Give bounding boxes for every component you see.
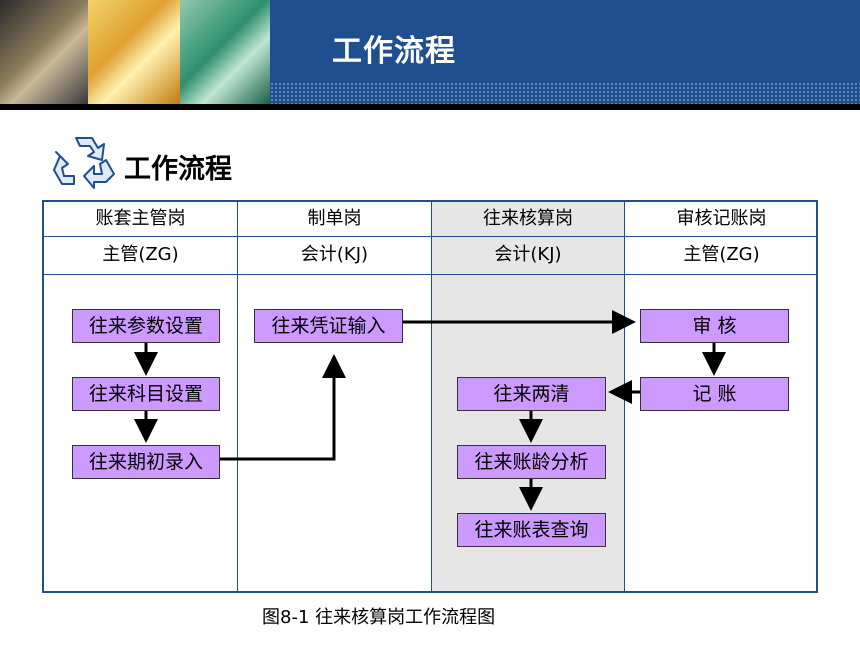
header-banner: 工作流程 bbox=[0, 0, 860, 104]
person-header: 会计(KJ) bbox=[494, 244, 562, 265]
step-posting: 记 账 bbox=[640, 377, 789, 411]
figure-caption: 图8-1 往来核算岗工作流程图 bbox=[262, 607, 496, 628]
step-review: 审 核 bbox=[640, 309, 789, 343]
header-photo-pen bbox=[0, 0, 88, 104]
row-divider bbox=[44, 236, 816, 237]
step-param-setup: 往来参数设置 bbox=[72, 309, 220, 343]
row-divider bbox=[44, 274, 816, 275]
recycle-arrows-icon bbox=[53, 137, 115, 189]
column-divider bbox=[237, 202, 238, 591]
header-dot-pattern bbox=[270, 82, 860, 104]
step-reconcile: 往来两清 bbox=[457, 377, 606, 411]
role-header: 往来核算岗 bbox=[483, 208, 573, 229]
section-title: 工作流程 bbox=[124, 154, 232, 185]
step-subject-setup: 往来科目设置 bbox=[72, 377, 220, 411]
role-header: 制单岗 bbox=[307, 208, 362, 229]
step-initial-entry: 往来期初录入 bbox=[72, 445, 220, 479]
step-aging: 往来账龄分析 bbox=[457, 445, 606, 479]
person-header: 会计(KJ) bbox=[300, 244, 369, 265]
arrow-initial-to-voucher bbox=[220, 354, 346, 461]
header-photo-mouse bbox=[180, 0, 270, 104]
header-photo-cubes bbox=[88, 0, 180, 104]
role-header: 审核记账岗 bbox=[676, 208, 767, 229]
role-header: 账套主管岗 bbox=[95, 208, 186, 229]
step-ledger-query: 往来账表查询 bbox=[457, 513, 606, 547]
person-header: 主管(ZG) bbox=[683, 244, 760, 265]
header-divider bbox=[0, 104, 860, 110]
step-voucher-entry: 往来凭证输入 bbox=[254, 309, 403, 343]
header-title: 工作流程 bbox=[332, 34, 456, 69]
column-divider bbox=[431, 202, 432, 591]
person-header: 主管(ZG) bbox=[102, 244, 179, 265]
